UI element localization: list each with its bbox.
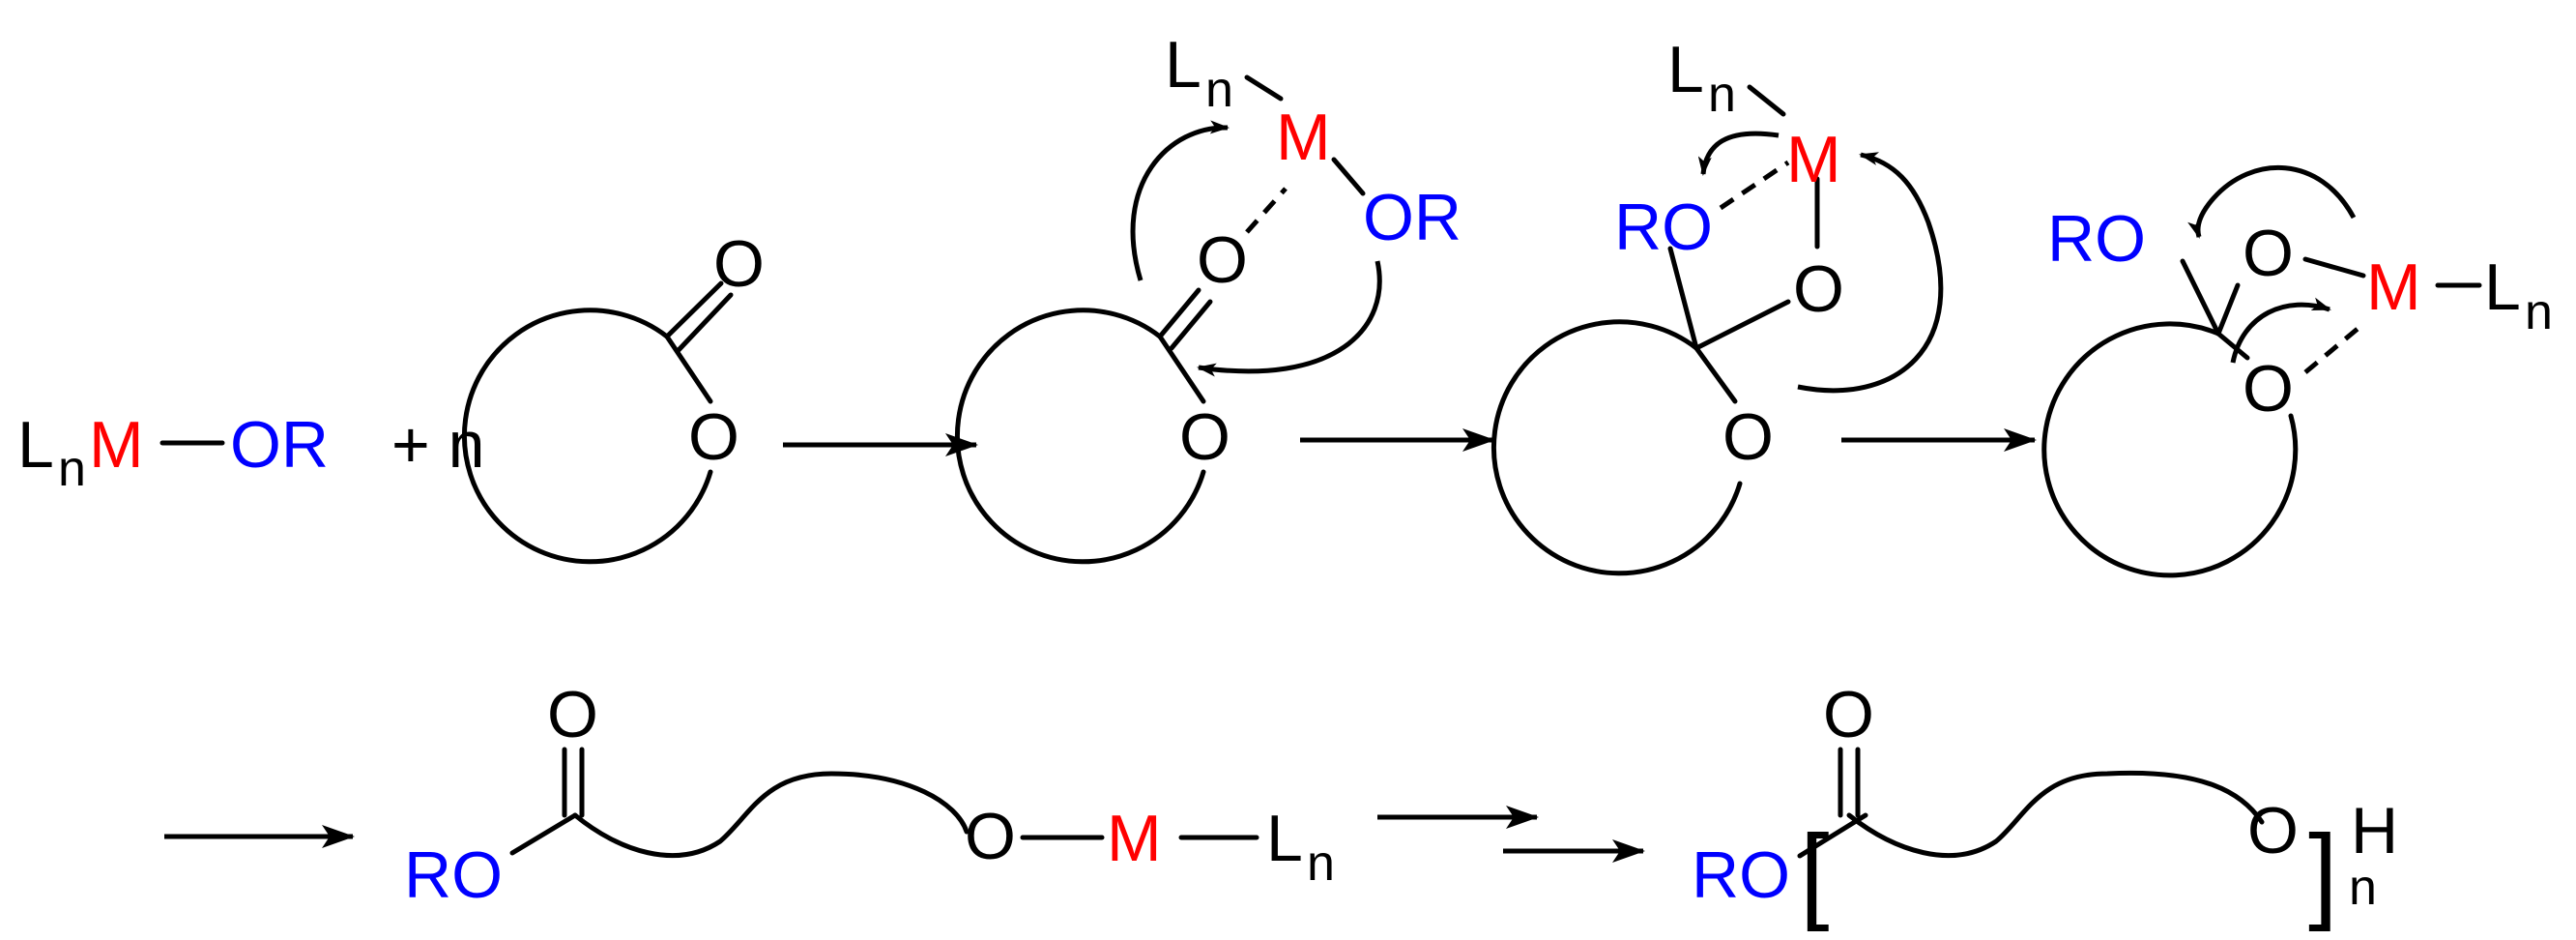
- repeat-subscript-n: n: [2349, 860, 2377, 916]
- O-upper-4: O: [2243, 217, 2294, 290]
- alkoxide-OR-2: OR: [1363, 181, 1462, 254]
- ring-opened-alkoxide: RO O O M L n: [404, 678, 1335, 912]
- bond-C-O-ring-2: [1157, 334, 1206, 404]
- ligand-L-5: L: [1266, 802, 1303, 875]
- carbonyl-bond-2b: [1169, 299, 1213, 351]
- dative-bond-O-M-4: [2303, 322, 2365, 374]
- bond-C-OR-3: [1667, 246, 1699, 351]
- tetrahedral-intermediate: O RO O M L n: [1491, 33, 1944, 576]
- polymer-chain-5: [572, 771, 970, 859]
- carbonyl-O: O: [713, 227, 765, 301]
- lactone-ring: [461, 308, 713, 565]
- carbonyl-bond-2a: [1157, 287, 1201, 339]
- chain-end-O-6: O: [2247, 794, 2299, 867]
- hydrogen-H: H: [2351, 794, 2398, 867]
- bond-O-M-4: [2302, 256, 2366, 279]
- lactone-ring-3: [1491, 319, 1743, 576]
- bracket-open: [: [1800, 813, 1830, 932]
- electron-arrow-2: [1197, 260, 1382, 377]
- ligand-L-3: L: [1667, 33, 1704, 106]
- bond-C-O-upper-4: [2215, 282, 2241, 337]
- ligand-subscript-n-2: n: [1205, 62, 1233, 118]
- lactone-ring-4: [2041, 321, 2299, 578]
- bond-M-OR-2: [1331, 157, 1366, 196]
- dative-bond-RO-M: [1719, 160, 1790, 211]
- lactone-monomer: O O: [461, 227, 765, 565]
- ligand-L: L: [17, 408, 54, 482]
- carbonyl-bond-2: [676, 292, 734, 353]
- dative-bond-O-M: [1245, 187, 1288, 234]
- bond-C-O-ring-3: [1693, 345, 1738, 404]
- alkoxy-RO-6: RO: [1692, 838, 1790, 912]
- metal-M-3: M: [1786, 123, 1841, 196]
- metal-M-5: M: [1107, 802, 1162, 875]
- bond-C-O-ring: [664, 334, 713, 404]
- ring-opening-intermediate: RO O O M L n: [2041, 164, 2553, 578]
- polyester-product: RO [ O O ] n H: [1692, 678, 2398, 932]
- alkoxide-OR: OR: [230, 408, 329, 482]
- electron-arrow-6: [2230, 297, 2331, 364]
- ligand-subscript-n-4: n: [2525, 284, 2553, 340]
- electron-arrow-4: [1797, 152, 1944, 394]
- ring-O: O: [688, 400, 739, 474]
- ligand-subscript-n: n: [58, 441, 86, 497]
- alkoxy-RO-4: RO: [2047, 202, 2146, 276]
- bond-L-M-2: [1244, 74, 1284, 102]
- carbonyl-bond-1: [664, 280, 724, 339]
- bond-C-O-lower-4: [2215, 331, 2250, 361]
- lactone-ring-2: [954, 308, 1206, 565]
- carbonyl-O-2: O: [1197, 223, 1248, 297]
- O-lower-4: O: [2243, 352, 2294, 426]
- ligand-L-4: L: [2484, 250, 2521, 324]
- alkoxy-RO-3: RO: [1614, 191, 1713, 264]
- metal-M: M: [89, 408, 144, 482]
- alkoxide-O-5: O: [965, 800, 1016, 873]
- ligand-L-2: L: [1165, 28, 1201, 102]
- initiator-LnM-OR: L n M OR: [17, 408, 329, 497]
- electron-arrow-1: [1130, 120, 1230, 281]
- ring-O-3: O: [1722, 400, 1774, 474]
- electron-arrow-5: [2187, 164, 2357, 239]
- ligand-subscript-n-3: n: [1708, 67, 1736, 123]
- bond-O-C-5: [509, 812, 578, 856]
- bond-C-OR-4: [2180, 258, 2221, 337]
- bond-L-M-3: [1747, 84, 1786, 117]
- ligand-subscript-n-5: n: [1307, 836, 1335, 892]
- alkoxy-RO-5: RO: [404, 838, 503, 912]
- ring-O-2: O: [1179, 400, 1230, 474]
- carbonyl-O-6: O: [1823, 678, 1874, 751]
- bracket-close: ]: [2308, 813, 2338, 932]
- alkoxide-O-3: O: [1793, 252, 1844, 326]
- metal-M-4: M: [2366, 250, 2421, 324]
- metal-M-2: M: [1276, 101, 1331, 174]
- polymer-chain-6: [1846, 770, 2265, 859]
- carbonyl-O-5: O: [547, 678, 598, 751]
- bond-C-O-M-3: [1693, 299, 1791, 351]
- electron-arrow-3: [1697, 131, 1780, 176]
- coordination-complex: O O M L n OR: [954, 28, 1462, 565]
